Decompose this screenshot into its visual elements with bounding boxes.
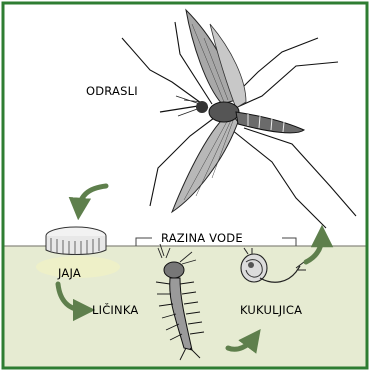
- label-larva: LIČINKA: [92, 302, 138, 317]
- label-adult: ODRASLI: [86, 84, 138, 98]
- label-eggs: JAJA: [57, 266, 81, 280]
- label-water-level: RAZINA VODE: [161, 231, 243, 245]
- label-pupa: KUKULJICA: [240, 303, 302, 317]
